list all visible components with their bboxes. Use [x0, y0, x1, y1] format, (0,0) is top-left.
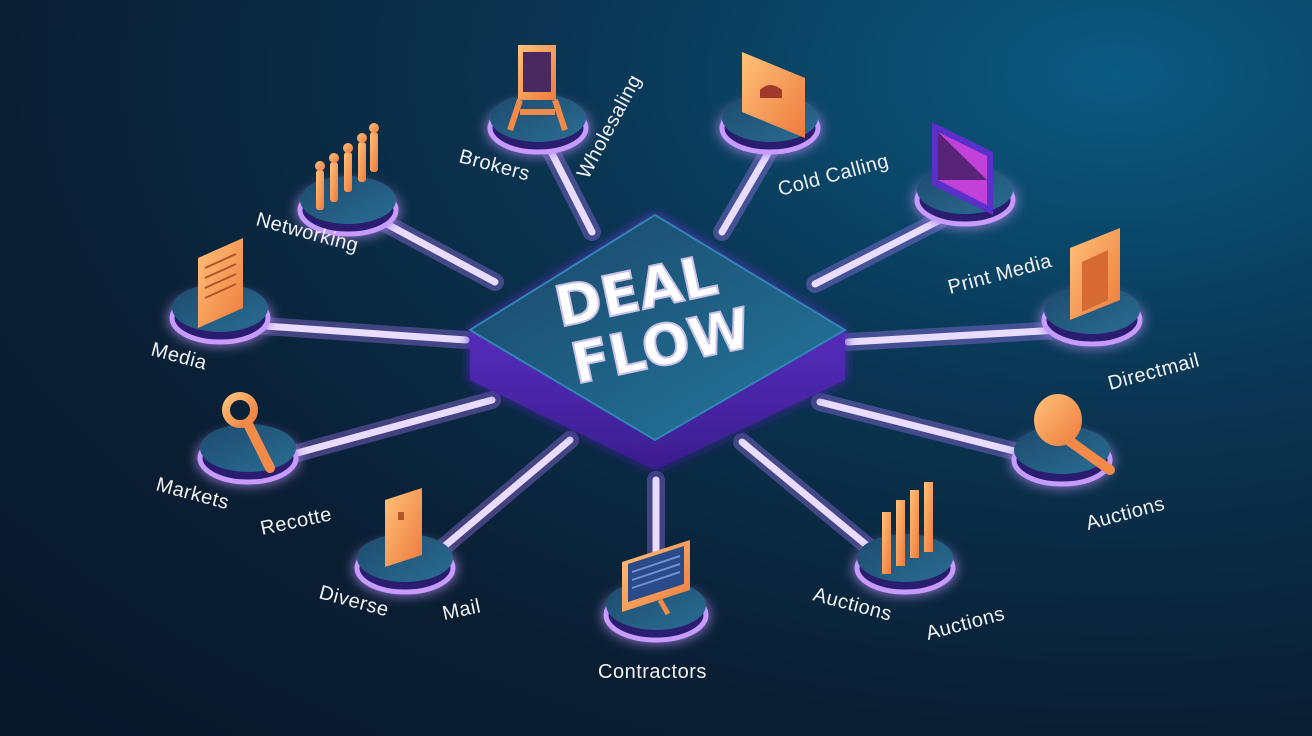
monitor-icon — [932, 122, 993, 215]
board-icon — [622, 540, 690, 616]
connector-lines — [241, 121, 1069, 599]
mailbox-icon — [1070, 228, 1120, 320]
phone-sign-icon — [742, 52, 805, 138]
label-recotte: Recotte — [258, 503, 333, 540]
easel-icon — [507, 45, 568, 131]
label-print-media: Print Media — [946, 250, 1055, 299]
deal-flow-hub: DEAL FLOW — [468, 213, 847, 470]
label-mail: Mail — [440, 595, 482, 625]
document-icon — [198, 238, 243, 328]
node-auctions-right — [1011, 394, 1115, 487]
bars-icon — [882, 482, 933, 574]
label-media: Media — [149, 339, 210, 375]
node-directmail — [1041, 228, 1143, 347]
node-brokers — [487, 45, 589, 155]
label-contractors: Contractors — [598, 661, 707, 683]
people-icon — [315, 123, 379, 210]
gavel-icon — [1034, 394, 1115, 475]
card-icon — [385, 488, 422, 567]
label-auctions-right: Auctions — [1084, 493, 1168, 535]
label-cold-calling: Cold Calling — [776, 150, 892, 201]
label-directmail: Directmail — [1106, 349, 1202, 395]
node-markets — [197, 392, 299, 485]
label-auctions-mid: Auctions — [924, 603, 1008, 645]
node-networking — [297, 123, 399, 237]
node-print-media — [914, 122, 1016, 227]
magnifier-icon — [222, 392, 275, 473]
node-contractors — [603, 540, 709, 643]
node-media — [169, 238, 271, 345]
node-diverse — [354, 488, 456, 595]
node-cold-calling — [719, 52, 821, 155]
node-auctions-mid — [854, 482, 956, 595]
